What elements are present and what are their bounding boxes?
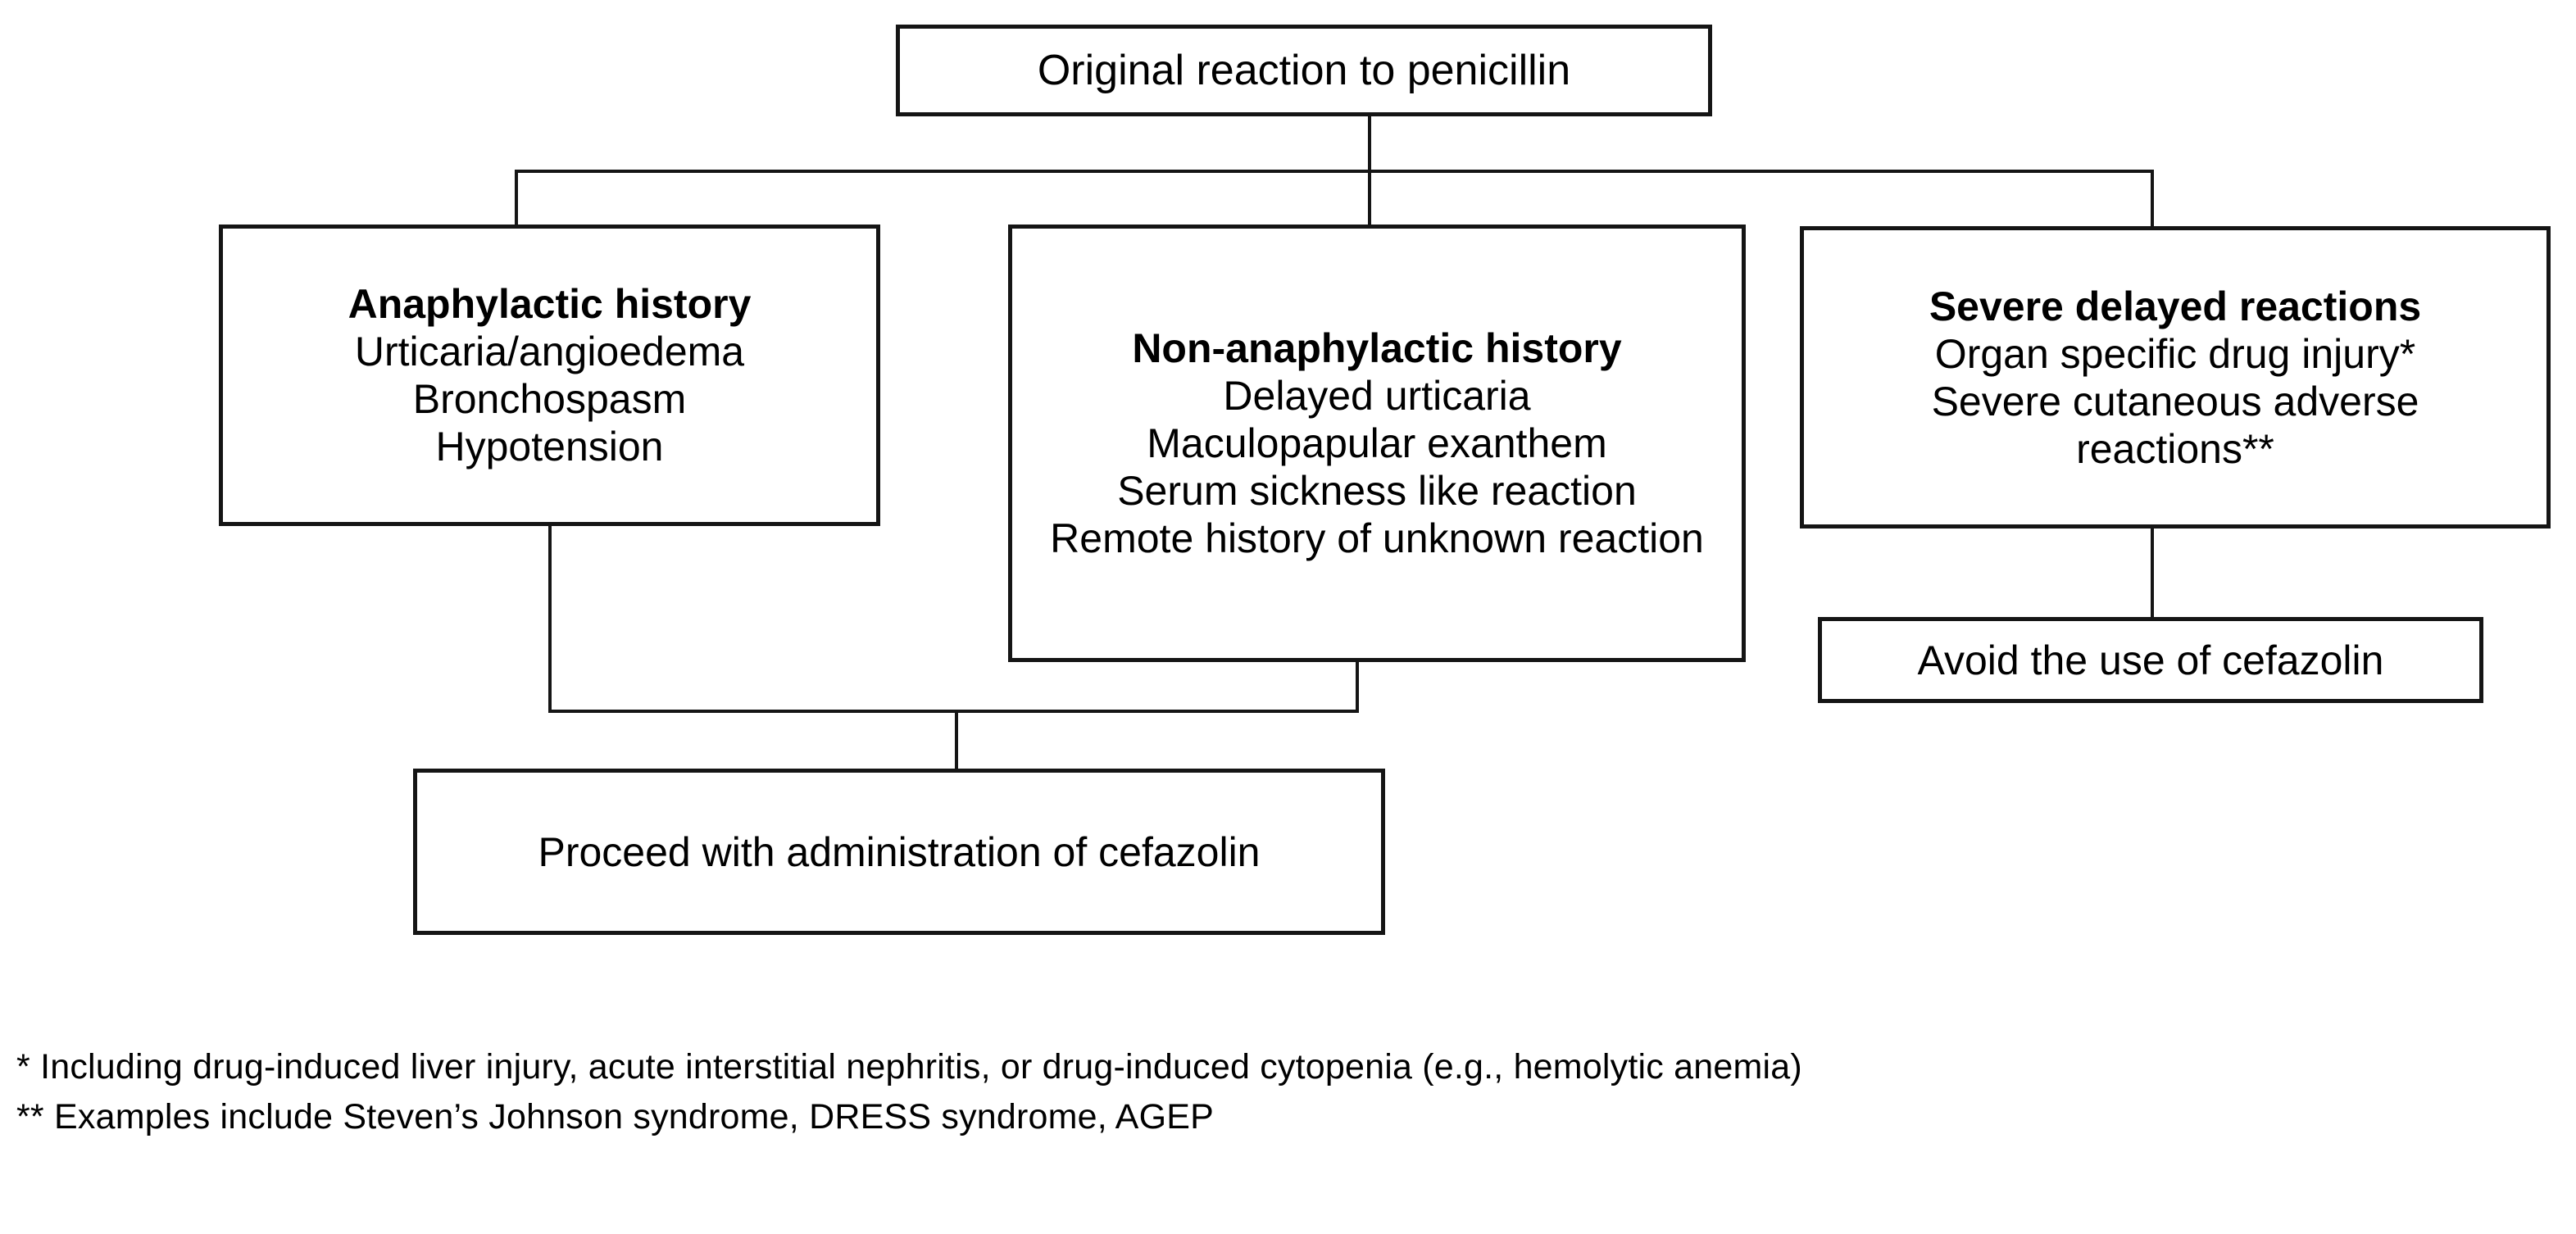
connector-bus-to-proceed <box>955 710 958 772</box>
node-avoid-cefazolin: Avoid the use of cefazolin <box>1818 617 2483 703</box>
connector-bus-to-non-anaphylactic <box>1368 170 1371 227</box>
node-proceed-label-line-1: Proceed with administration of cefazolin <box>538 828 1261 875</box>
node-anaphylactic-item-2: Bronchospasm <box>412 376 687 422</box>
connector-top-bus <box>515 170 2154 173</box>
connector-bus-to-anaphylactic <box>515 170 518 227</box>
node-non-anaphylactic-heading: Non-anaphylactic history <box>1132 325 1622 371</box>
footnotes: * Including drug-induced liver injury, a… <box>16 1042 1983 1142</box>
node-root-label: Original reaction to penicillin <box>1037 46 1571 94</box>
connector-severe-to-avoid <box>2151 529 2154 619</box>
node-severe-delayed-reactions: Severe delayed reactions Organ specific … <box>1800 226 2551 529</box>
node-original-reaction: Original reaction to penicillin <box>896 25 1712 116</box>
footnote-single-asterisk: * Including drug-induced liver injury, a… <box>16 1047 1802 1087</box>
connector-bus-to-severe-delayed <box>2151 170 2154 227</box>
node-anaphylactic-heading: Anaphylactic history <box>348 281 752 327</box>
footnote-double-asterisk: ** Examples include Steven’s Johnson syn… <box>16 1097 1214 1137</box>
connector-root-stem <box>1368 116 1371 172</box>
node-proceed-cefazolin: Proceed with administration of cefazolin <box>413 769 1385 935</box>
connector-bottom-bus <box>548 710 1359 713</box>
connector-anaphylactic-drop <box>548 524 552 713</box>
node-non-anaphylactic-item-2: Maculopapular exanthem <box>1147 420 1607 466</box>
node-anaphylactic-history: Anaphylactic history Urticaria/angioedem… <box>219 225 880 526</box>
node-non-anaphylactic-item-1: Delayed urticaria <box>1223 373 1531 419</box>
node-severe-delayed-item-2: Severe cutaneous adverse reactions** <box>1931 378 2419 472</box>
node-non-anaphylactic-item-4: Remote history of unknown reaction <box>1050 515 1704 561</box>
node-anaphylactic-item-1: Urticaria/angioedema <box>354 329 745 374</box>
node-non-anaphylactic-item-3: Serum sickness like reaction <box>1117 468 1637 514</box>
node-non-anaphylactic-history: Non-anaphylactic history Delayed urticar… <box>1008 225 1746 662</box>
node-avoid-label: Avoid the use of cefazolin <box>1917 637 2384 683</box>
node-severe-delayed-item-1: Organ specific drug injury* <box>1934 330 2416 377</box>
node-anaphylactic-item-3: Hypotension <box>435 424 664 470</box>
connector-non-anaphylactic-drop <box>1356 660 1359 713</box>
node-severe-delayed-heading: Severe delayed reactions <box>1929 283 2422 329</box>
